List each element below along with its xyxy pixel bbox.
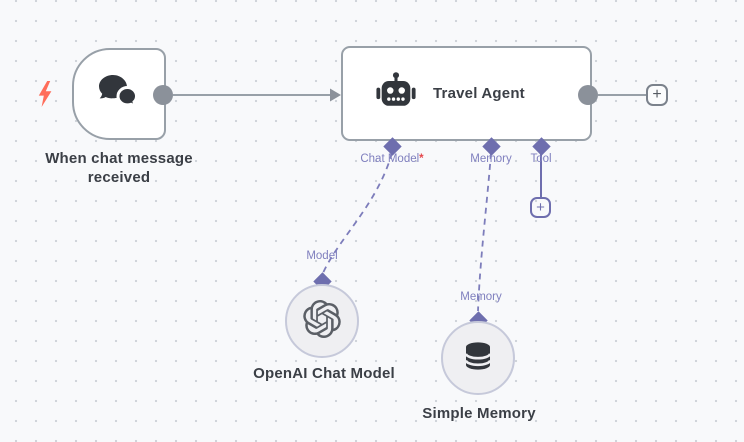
required-marker: *	[419, 153, 424, 165]
subnode-simple-memory[interactable]	[441, 321, 515, 395]
subnode-port-label-model: Model	[306, 250, 338, 262]
database-icon	[462, 340, 494, 377]
port-label-memory: Memory	[470, 153, 512, 165]
trigger-output-port[interactable]	[153, 85, 173, 105]
add-node-button[interactable]: +	[646, 84, 668, 106]
agent-output-port[interactable]	[578, 85, 598, 105]
subnode-label-simple-memory: Simple Memory	[422, 405, 536, 422]
agent-node-title: Travel Agent	[433, 85, 525, 102]
robot-icon	[375, 71, 417, 116]
trigger-node-label: When chat message received	[45, 150, 193, 186]
trigger-node-when-chat-message-received[interactable]	[72, 48, 166, 140]
agent-node-travel-agent[interactable]: Travel Agent	[341, 46, 592, 141]
chat-bubbles-icon	[96, 72, 142, 117]
port-label-chat-model: Chat Model*	[360, 153, 424, 165]
port-label-tool: Tool	[530, 153, 552, 165]
connection-agent-to-memory[interactable]	[477, 152, 492, 312]
trigger-bolt-icon	[36, 81, 54, 112]
subnode-label-openai: OpenAI Chat Model	[253, 365, 395, 382]
add-tool-button[interactable]: +	[530, 197, 551, 218]
connection-arrowhead-icon	[330, 88, 341, 102]
openai-logo-icon	[303, 299, 341, 343]
subnode-port-label-memory: Memory	[460, 291, 502, 303]
subnode-openai-chat-model[interactable]	[285, 284, 359, 358]
